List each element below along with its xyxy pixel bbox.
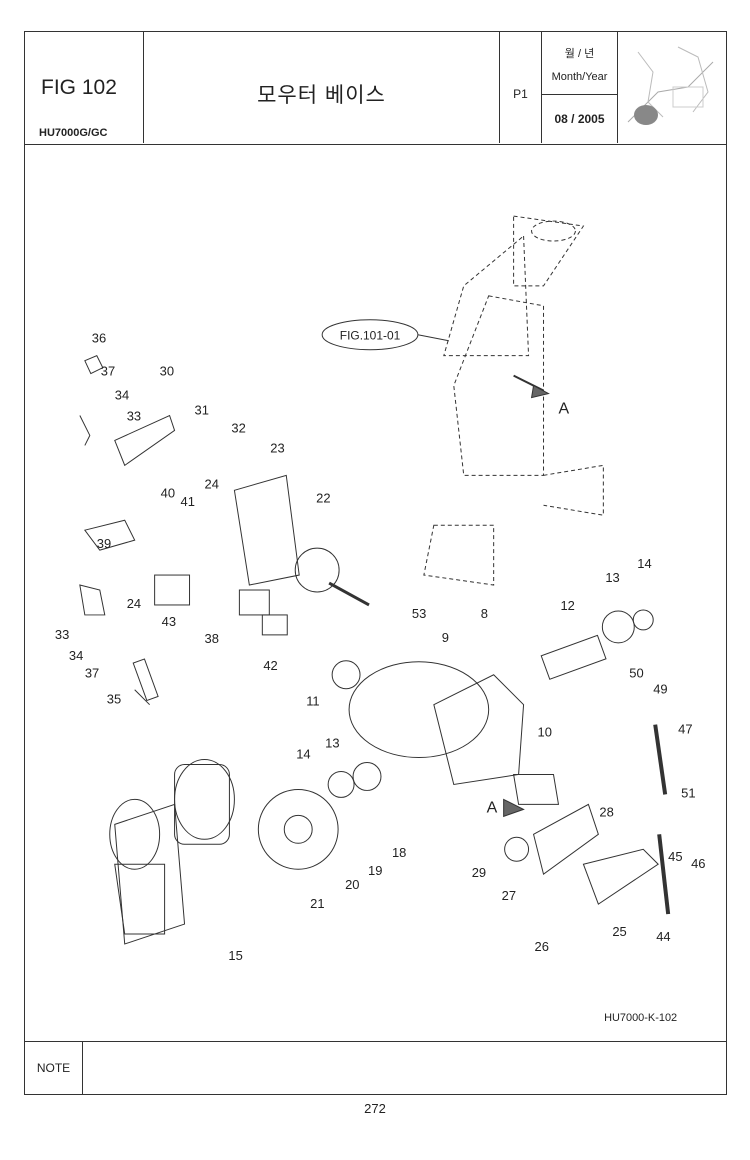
seal-29: [504, 836, 530, 862]
page-frame: FIG 102 HU7000G/GC 모우터 베이스 P1 월 / 년 Mont…: [24, 31, 727, 1095]
part-callout-11: 11: [306, 694, 319, 709]
fig-ref-label: FIG.101-01: [340, 329, 401, 343]
part-callout-33: 33: [127, 408, 141, 423]
plate-42: [261, 614, 288, 636]
thumbnail-cell: [618, 32, 728, 143]
part-callout-21: 21: [310, 896, 324, 911]
issue-date: 08 / 2005: [554, 112, 605, 126]
part-callout-24: 24: [204, 476, 218, 491]
part-callout-51: 51: [681, 785, 695, 800]
clip-14: [327, 770, 355, 798]
part-callout-8: 8: [481, 606, 488, 621]
motor-15: [174, 759, 235, 840]
part-callout-18: 18: [392, 845, 406, 860]
bolt-47: [653, 724, 668, 795]
month-year-korean: 월 / 년: [564, 48, 595, 60]
month-year-label: Month/Year: [551, 71, 608, 83]
part-callout-49: 49: [653, 682, 667, 697]
drawing-code: HU7000-K-102: [604, 1012, 677, 1024]
part-callout-38: 38: [204, 631, 218, 646]
date-cell: 월 / 년 Month/Year 08 / 2005: [542, 32, 618, 143]
part-callout-44: 44: [656, 929, 670, 944]
exploded-parts-diagram: FIG.101-01 A A: [55, 215, 706, 1024]
part-callout-20: 20: [345, 877, 359, 892]
part-callout-36: 36: [92, 331, 106, 346]
part-callout-46: 46: [691, 856, 705, 871]
bearing-13: [352, 762, 382, 791]
part-callout-31: 31: [195, 403, 209, 418]
title-block: FIG 102 HU7000G/GC 모우터 베이스 P1 월 / 년 Mont…: [25, 32, 726, 145]
part-callout-47: 47: [678, 722, 692, 737]
fig-cell: FIG 102 HU7000G/GC: [25, 32, 144, 143]
view-arrow-label-bottom: A: [487, 799, 498, 816]
page-cell: P1: [500, 32, 542, 143]
part-callout-40: 40: [161, 485, 175, 500]
part-callout-34: 34: [115, 388, 129, 403]
part-callout-13: 13: [325, 736, 339, 751]
part-callout-23: 23: [270, 440, 284, 455]
bearing-11: [331, 660, 361, 690]
part-callout-29: 29: [472, 865, 486, 880]
location-thumbnail-icon: [627, 46, 714, 125]
view-arrow-label-top: A: [558, 401, 569, 418]
plate-23: [233, 474, 300, 586]
part-callout-9: 9: [442, 630, 449, 645]
housing-8: [433, 674, 525, 786]
note-row: NOTE: [25, 1041, 726, 1094]
model-number: HU7000G/GC: [39, 127, 108, 139]
block-43: [154, 574, 191, 606]
part-callout-14: 14: [296, 747, 310, 762]
part-callout-45: 45: [668, 849, 682, 864]
page-label: P1: [513, 87, 528, 101]
part-callout-37: 37: [85, 666, 99, 681]
bracket-30: [114, 414, 176, 467]
shaft-12: [540, 634, 607, 680]
part-callout-30: 30: [160, 364, 174, 379]
part-callout-33: 33: [55, 627, 69, 642]
part-callout-19: 19: [368, 863, 382, 878]
gear-22: [294, 547, 340, 593]
rod-44: [657, 834, 671, 915]
lever-25: [582, 848, 659, 905]
part-callout-15: 15: [228, 948, 242, 963]
note-label: NOTE: [25, 1042, 83, 1094]
part-callout-10: 10: [538, 725, 552, 740]
part-callout-39: 39: [97, 536, 111, 551]
part-callout-13: 13: [605, 570, 619, 585]
main-frame-outline: [423, 215, 604, 586]
part-callout-26: 26: [535, 939, 549, 954]
page-title: 모우터 베이스: [257, 84, 386, 107]
part-callout-53: 53: [412, 606, 426, 621]
clip-14-top: [632, 609, 654, 631]
flange-20: [257, 788, 339, 870]
callout-labels: 36 37 34 33 30 31 32 23 22 24 40 41 39 2…: [55, 331, 706, 963]
title-cell: 모우터 베이스: [144, 32, 500, 143]
part-callout-32: 32: [231, 420, 245, 435]
bearing-13-top: [601, 610, 635, 644]
part-callout-25: 25: [612, 924, 626, 939]
figure-number: FIG 102: [41, 76, 117, 99]
part-callout-43: 43: [162, 614, 176, 629]
part-callout-22: 22: [316, 490, 330, 505]
page-number: 272: [364, 1101, 386, 1116]
plate-27: [532, 803, 599, 876]
switch-38: [238, 589, 270, 616]
part-callout-12: 12: [560, 598, 574, 613]
part-callout-24: 24: [127, 596, 141, 611]
part-callout-41: 41: [181, 494, 195, 509]
date-separator: [542, 94, 617, 95]
part-callout-50: 50: [629, 666, 643, 681]
housing-53: [348, 661, 490, 759]
part-callout-42: 42: [263, 658, 277, 673]
part-callout-27: 27: [502, 888, 516, 903]
part-callout-14: 14: [637, 556, 651, 571]
part-callout-28: 28: [599, 804, 613, 819]
part-callout-34: 34: [69, 648, 83, 663]
part-callout-35: 35: [107, 692, 121, 707]
part-callout-37: 37: [101, 364, 115, 379]
